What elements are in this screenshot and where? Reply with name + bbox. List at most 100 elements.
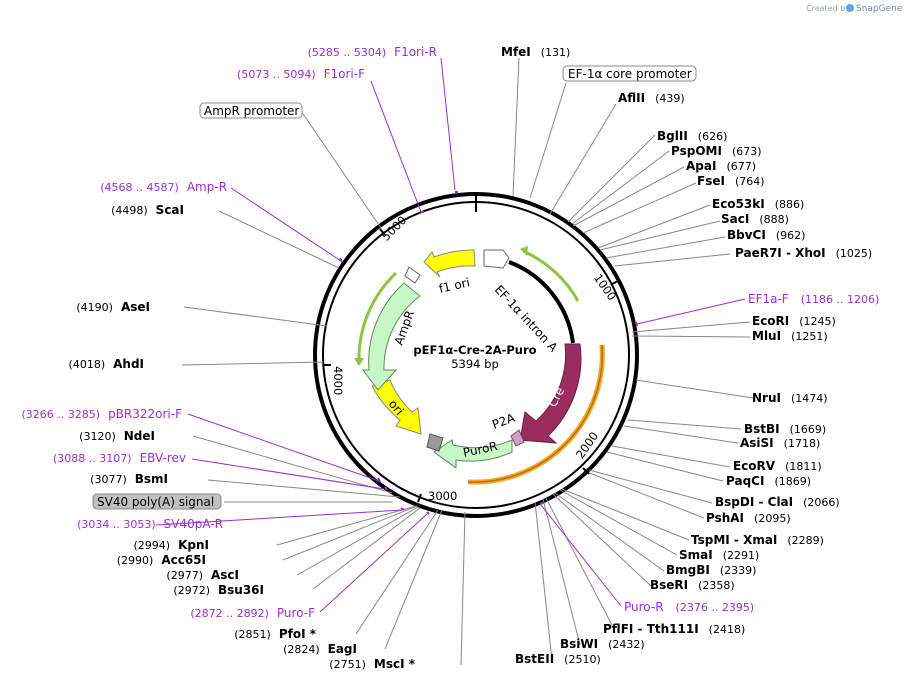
tick-label-5000: 5000 [379, 213, 410, 244]
site-label[interactable]: ApaI(677) [686, 159, 756, 173]
site-label[interactable]: NruI(1474) [752, 391, 828, 405]
site-label[interactable]: BseRI(2358) [650, 578, 735, 592]
primer-label[interactable]: pBR322ori-F(3266 .. 3285) [22, 407, 183, 421]
plasmid-name: pEF1α-Cre-2A-Puro [413, 343, 536, 357]
site-name: PflFI - Tth111I [603, 622, 699, 636]
snapgene-logo-icon [846, 4, 854, 12]
site-label[interactable]: AseI(4190) [76, 300, 150, 314]
primer-label[interactable]: F1ori-F (5073 .. 5094) [237, 67, 365, 81]
ampr-promoter-label: AmpR promoter [204, 104, 299, 118]
credit-prefix: Created by [806, 4, 850, 13]
site-label[interactable]: SacI(888) [721, 212, 789, 226]
site-label[interactable]: Acc65I(2990) [117, 553, 206, 567]
primer-label[interactable]: EF1a-F(1186 .. 1206) [748, 292, 879, 306]
primer-label[interactable]: SV40pA-R(3034 .. 3053) [77, 517, 223, 531]
ef1a-orf-arc [524, 250, 580, 302]
tick-label-3000: 3000 [428, 489, 457, 503]
site-label[interactable]: EcoRV(1811) [733, 459, 822, 473]
ampr-orf-arrowhead [354, 358, 364, 366]
primer-name: Puro-F [277, 606, 315, 620]
cre-feature[interactable] [519, 343, 582, 444]
site-position: (2289) [787, 534, 824, 547]
site-label[interactable]: BmgBI(2339) [666, 563, 756, 577]
site-label[interactable]: KpnI(2994) [134, 538, 209, 552]
site-name: PspOMI [671, 144, 722, 158]
site-position: (677) [726, 160, 756, 173]
primer-label[interactable]: Amp-R(4568 .. 4587) [100, 180, 227, 194]
site-label[interactable]: ScaI (4498) [111, 203, 184, 217]
site-name: ScaI [156, 203, 184, 217]
primer-label[interactable]: Puro-R(2376 .. 2395) [624, 600, 754, 614]
puror-feature[interactable] [433, 439, 513, 469]
site-position: (4498) [111, 204, 148, 217]
primer-name: pBR322ori-F [108, 407, 182, 421]
p2a-feature[interactable] [510, 429, 525, 447]
primer-label[interactable]: EBV-rev(3088 .. 3107) [53, 451, 186, 465]
site-name: BsiWI [560, 637, 598, 651]
site-position: (2339) [720, 564, 757, 577]
site-position: (2066) [803, 496, 840, 509]
site-label[interactable]: PfoI *(2851) [234, 627, 316, 641]
site-label[interactable]: EcoRI(1245) [752, 314, 836, 328]
ef1a-promoter-arrow[interactable] [483, 249, 510, 269]
primer-name: F1ori-R [394, 45, 437, 59]
site-label[interactable]: BstBI(1669) [744, 422, 826, 436]
site-label[interactable]: MluI(1251) [752, 329, 828, 343]
primer-label[interactable]: F1ori-R(5285 .. 5304) [308, 45, 437, 59]
cre-puro-orf-arc-core [467, 344, 604, 483]
ef1a-intron-arc[interactable] [508, 260, 575, 344]
site-label[interactable]: SmaI (2291) [679, 548, 759, 562]
site-label[interactable]: EagI(2824) [283, 642, 357, 656]
site-label[interactable]: BsmI(3077) [90, 472, 168, 486]
site-label[interactable]: AscI(2977) [166, 568, 239, 582]
site-position: (2291) [723, 549, 760, 562]
site-label[interactable]: BstEII(2510) [515, 652, 601, 666]
primer-name: SV40pA-R [164, 517, 223, 531]
site-label[interactable]: Bsu36I(2972) [173, 583, 264, 597]
ampr-promoter-arrow[interactable] [404, 266, 421, 284]
ampr-feature[interactable] [362, 282, 421, 391]
site-position: (2418) [709, 623, 746, 636]
site-label[interactable]: Eco53kI(886) [712, 197, 804, 211]
site-label[interactable]: TspMI - XmaI(2289) [691, 533, 824, 547]
site-position: (2095) [754, 512, 791, 525]
site-label[interactable]: BspDI - ClaI(2066) [715, 495, 840, 509]
primer-label[interactable]: Puro-F(2872 .. 2892) [190, 606, 315, 620]
plasmid-size: 5394 bp [451, 357, 499, 371]
f1-ori-feature[interactable] [423, 249, 476, 278]
site-label[interactable]: PflFI - Tth111I (2418) [603, 622, 745, 636]
site-label[interactable]: BsiWI(2432) [560, 637, 645, 651]
site-label[interactable]: MscI *(2751) [329, 657, 415, 671]
f1-ori-label: f1 ori [438, 275, 472, 296]
site-label[interactable]: MfeI(131) [501, 45, 570, 59]
ef1a-core-promoter-box [562, 65, 697, 82]
site-name: PshAI [706, 511, 744, 525]
site-label[interactable]: NdeI(3120) [79, 429, 155, 443]
primer-name: Puro-R [624, 600, 664, 614]
sv40-polya-label: SV40 poly(A) signal [97, 495, 214, 509]
sv40-polya-feature[interactable] [426, 433, 444, 452]
primer-name: F1ori-F [324, 67, 365, 81]
site-name: AhdI [113, 357, 144, 371]
site-position: (4018) [69, 358, 106, 371]
site-position: (962) [776, 229, 806, 242]
site-label[interactable]: PspOMI(673) [671, 144, 762, 158]
site-label[interactable]: BbvCI(962) [727, 228, 805, 242]
site-label[interactable]: AflII(439) [618, 91, 685, 105]
site-position: (2824) [283, 643, 320, 656]
primer-range: (5073 .. 5094) [237, 68, 316, 81]
site-label[interactable]: FseI(764) [697, 174, 765, 188]
site-label[interactable]: PshAI (2095) [706, 511, 791, 525]
site-label[interactable]: AhdI (4018) [69, 357, 144, 371]
site-name: NruI [752, 391, 781, 405]
site-label[interactable]: PaqCI(1869) [726, 474, 811, 488]
site-name: SmaI [679, 548, 713, 562]
site-label[interactable]: AsiSI(1718) [740, 436, 820, 450]
site-label[interactable]: BglII(626) [657, 129, 727, 143]
site-label[interactable]: PaeR7I - XhoI(1025) [735, 246, 872, 260]
ori-feature[interactable] [371, 379, 422, 435]
ef1a-core-promoter-label: EF-1α core promoter [568, 67, 692, 81]
site-name: EcoRV [733, 459, 776, 473]
site-position: (886) [775, 198, 805, 211]
